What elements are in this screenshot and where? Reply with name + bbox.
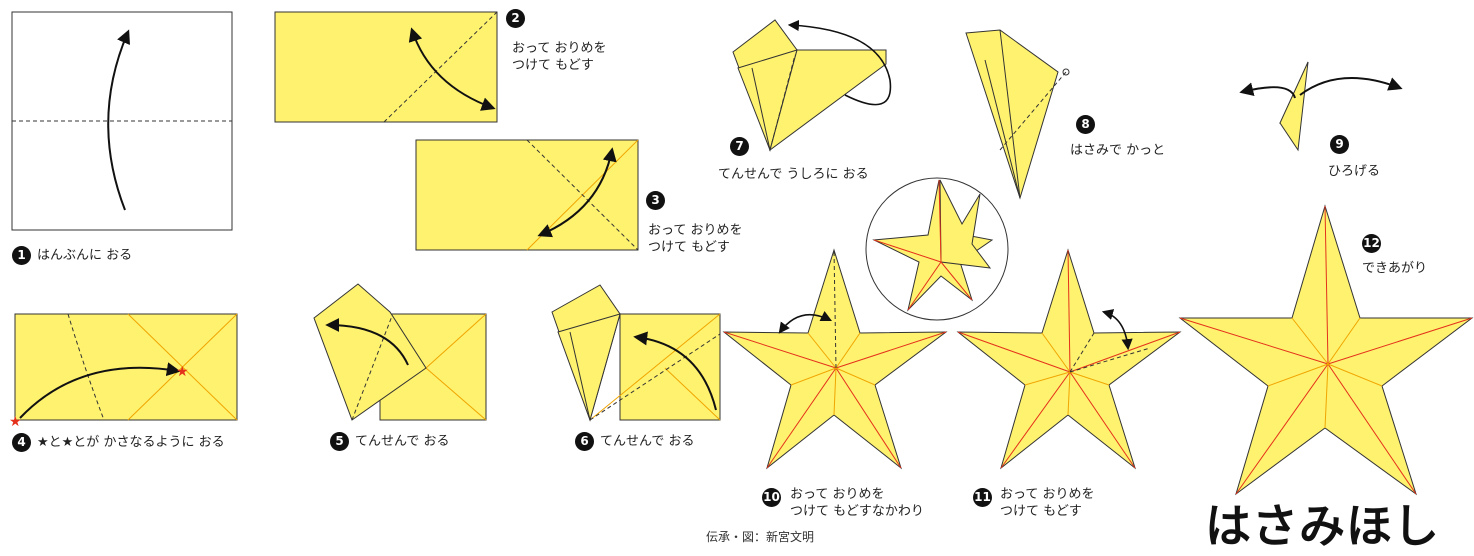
step-8-label: はさみで かっと bbox=[1070, 142, 1165, 159]
step-3-number: 3 bbox=[646, 191, 665, 210]
step-3-label: おって おりめを つけて もどす bbox=[648, 222, 742, 256]
step-11-figure bbox=[956, 248, 1182, 470]
step-12-figure bbox=[1178, 204, 1474, 496]
step-9-label: ひろげる bbox=[1328, 163, 1380, 180]
step-10-number: 10 bbox=[762, 488, 781, 507]
step-11-number-wrap: 11 bbox=[973, 487, 998, 507]
step-10-label: おって おりめを つけて もどすなかわり bbox=[790, 486, 924, 520]
inset-circle-figure bbox=[865, 177, 1009, 321]
step-10-figure bbox=[722, 248, 948, 470]
step-10-line2: つけて もどすなかわり bbox=[790, 504, 924, 519]
step-9-figure bbox=[1239, 61, 1403, 152]
step-12-number-wrap: 12 bbox=[1362, 233, 1387, 253]
step-8-text: はさみで かっと bbox=[1070, 143, 1166, 158]
step-12-label: できあがり bbox=[1362, 260, 1427, 277]
step-11-line2: つけて もどす bbox=[1000, 504, 1082, 519]
step-1-number: 1 bbox=[12, 246, 31, 265]
step-3-line2: つけて もどす bbox=[648, 240, 730, 255]
step-2-line1: おって おりめを bbox=[512, 41, 607, 56]
step-10-line1: おって おりめを bbox=[790, 487, 885, 502]
page-title: はさみほし bbox=[1205, 499, 1440, 553]
step-8-number: 8 bbox=[1076, 115, 1095, 134]
step-3-figure bbox=[415, 139, 639, 251]
step-5-label: 5 てんせんで おる bbox=[330, 432, 449, 451]
step-5-text: てんせんで おる bbox=[355, 434, 450, 449]
step-7-text: てんせんで うしろに おる bbox=[718, 167, 869, 182]
step-8-number-wrap: 8 bbox=[1076, 114, 1101, 134]
step-7-figure bbox=[732, 19, 892, 152]
credit-text: 伝承・図：新宮文明 bbox=[706, 530, 815, 544]
step-2-number: 2 bbox=[506, 9, 525, 28]
step-8-figure bbox=[965, 29, 1070, 200]
step-6-figure bbox=[551, 284, 721, 422]
step-1-text: はんぶんに おる bbox=[37, 248, 133, 263]
step-7-number-wrap: 7 bbox=[730, 136, 755, 156]
step-7-number: 7 bbox=[730, 137, 749, 156]
svg-text:★: ★ bbox=[9, 414, 22, 430]
step-5-number: 5 bbox=[330, 432, 349, 451]
step-7-label: てんせんで うしろに おる bbox=[718, 166, 869, 183]
step-10-number-wrap: 10 bbox=[762, 487, 787, 507]
step-4-figure: ★ ★ bbox=[9, 313, 238, 430]
step-3-line1: おって おりめを bbox=[648, 223, 743, 238]
step-11-number: 11 bbox=[973, 488, 992, 507]
step-9-number-wrap: 9 bbox=[1330, 134, 1355, 154]
step-2-figure bbox=[274, 11, 498, 123]
svg-text:★: ★ bbox=[176, 364, 189, 380]
step-4-number: 4 bbox=[12, 433, 31, 452]
step-6-number: 6 bbox=[575, 432, 594, 451]
step-9-number: 9 bbox=[1330, 135, 1349, 154]
step-5-figure bbox=[313, 283, 487, 421]
step-1-label: 1 はんぶんに おる bbox=[12, 246, 132, 265]
step-4-label: 4 ★と★とが かさなるように おる bbox=[12, 433, 225, 452]
step-6-text: てんせんで おる bbox=[600, 434, 695, 449]
step-2-label: おって おりめを つけて もどす bbox=[512, 40, 606, 74]
step-11-line1: おって おりめを bbox=[1000, 487, 1095, 502]
step-1-figure bbox=[11, 11, 233, 231]
step-3-number-wrap: 3 bbox=[646, 190, 671, 210]
step-9-text: ひろげる bbox=[1328, 164, 1381, 179]
step-2-line2: つけて もどす bbox=[512, 58, 594, 73]
step-2-number-wrap: 2 bbox=[506, 8, 531, 28]
step-12-text: できあがり bbox=[1362, 261, 1428, 276]
step-12-number: 12 bbox=[1362, 234, 1381, 253]
step-6-label: 6 てんせんで おる bbox=[575, 432, 694, 451]
step-11-label: おって おりめを つけて もどす bbox=[1000, 486, 1094, 520]
step-4-text: ★と★とが かさなるように おる bbox=[37, 435, 225, 450]
